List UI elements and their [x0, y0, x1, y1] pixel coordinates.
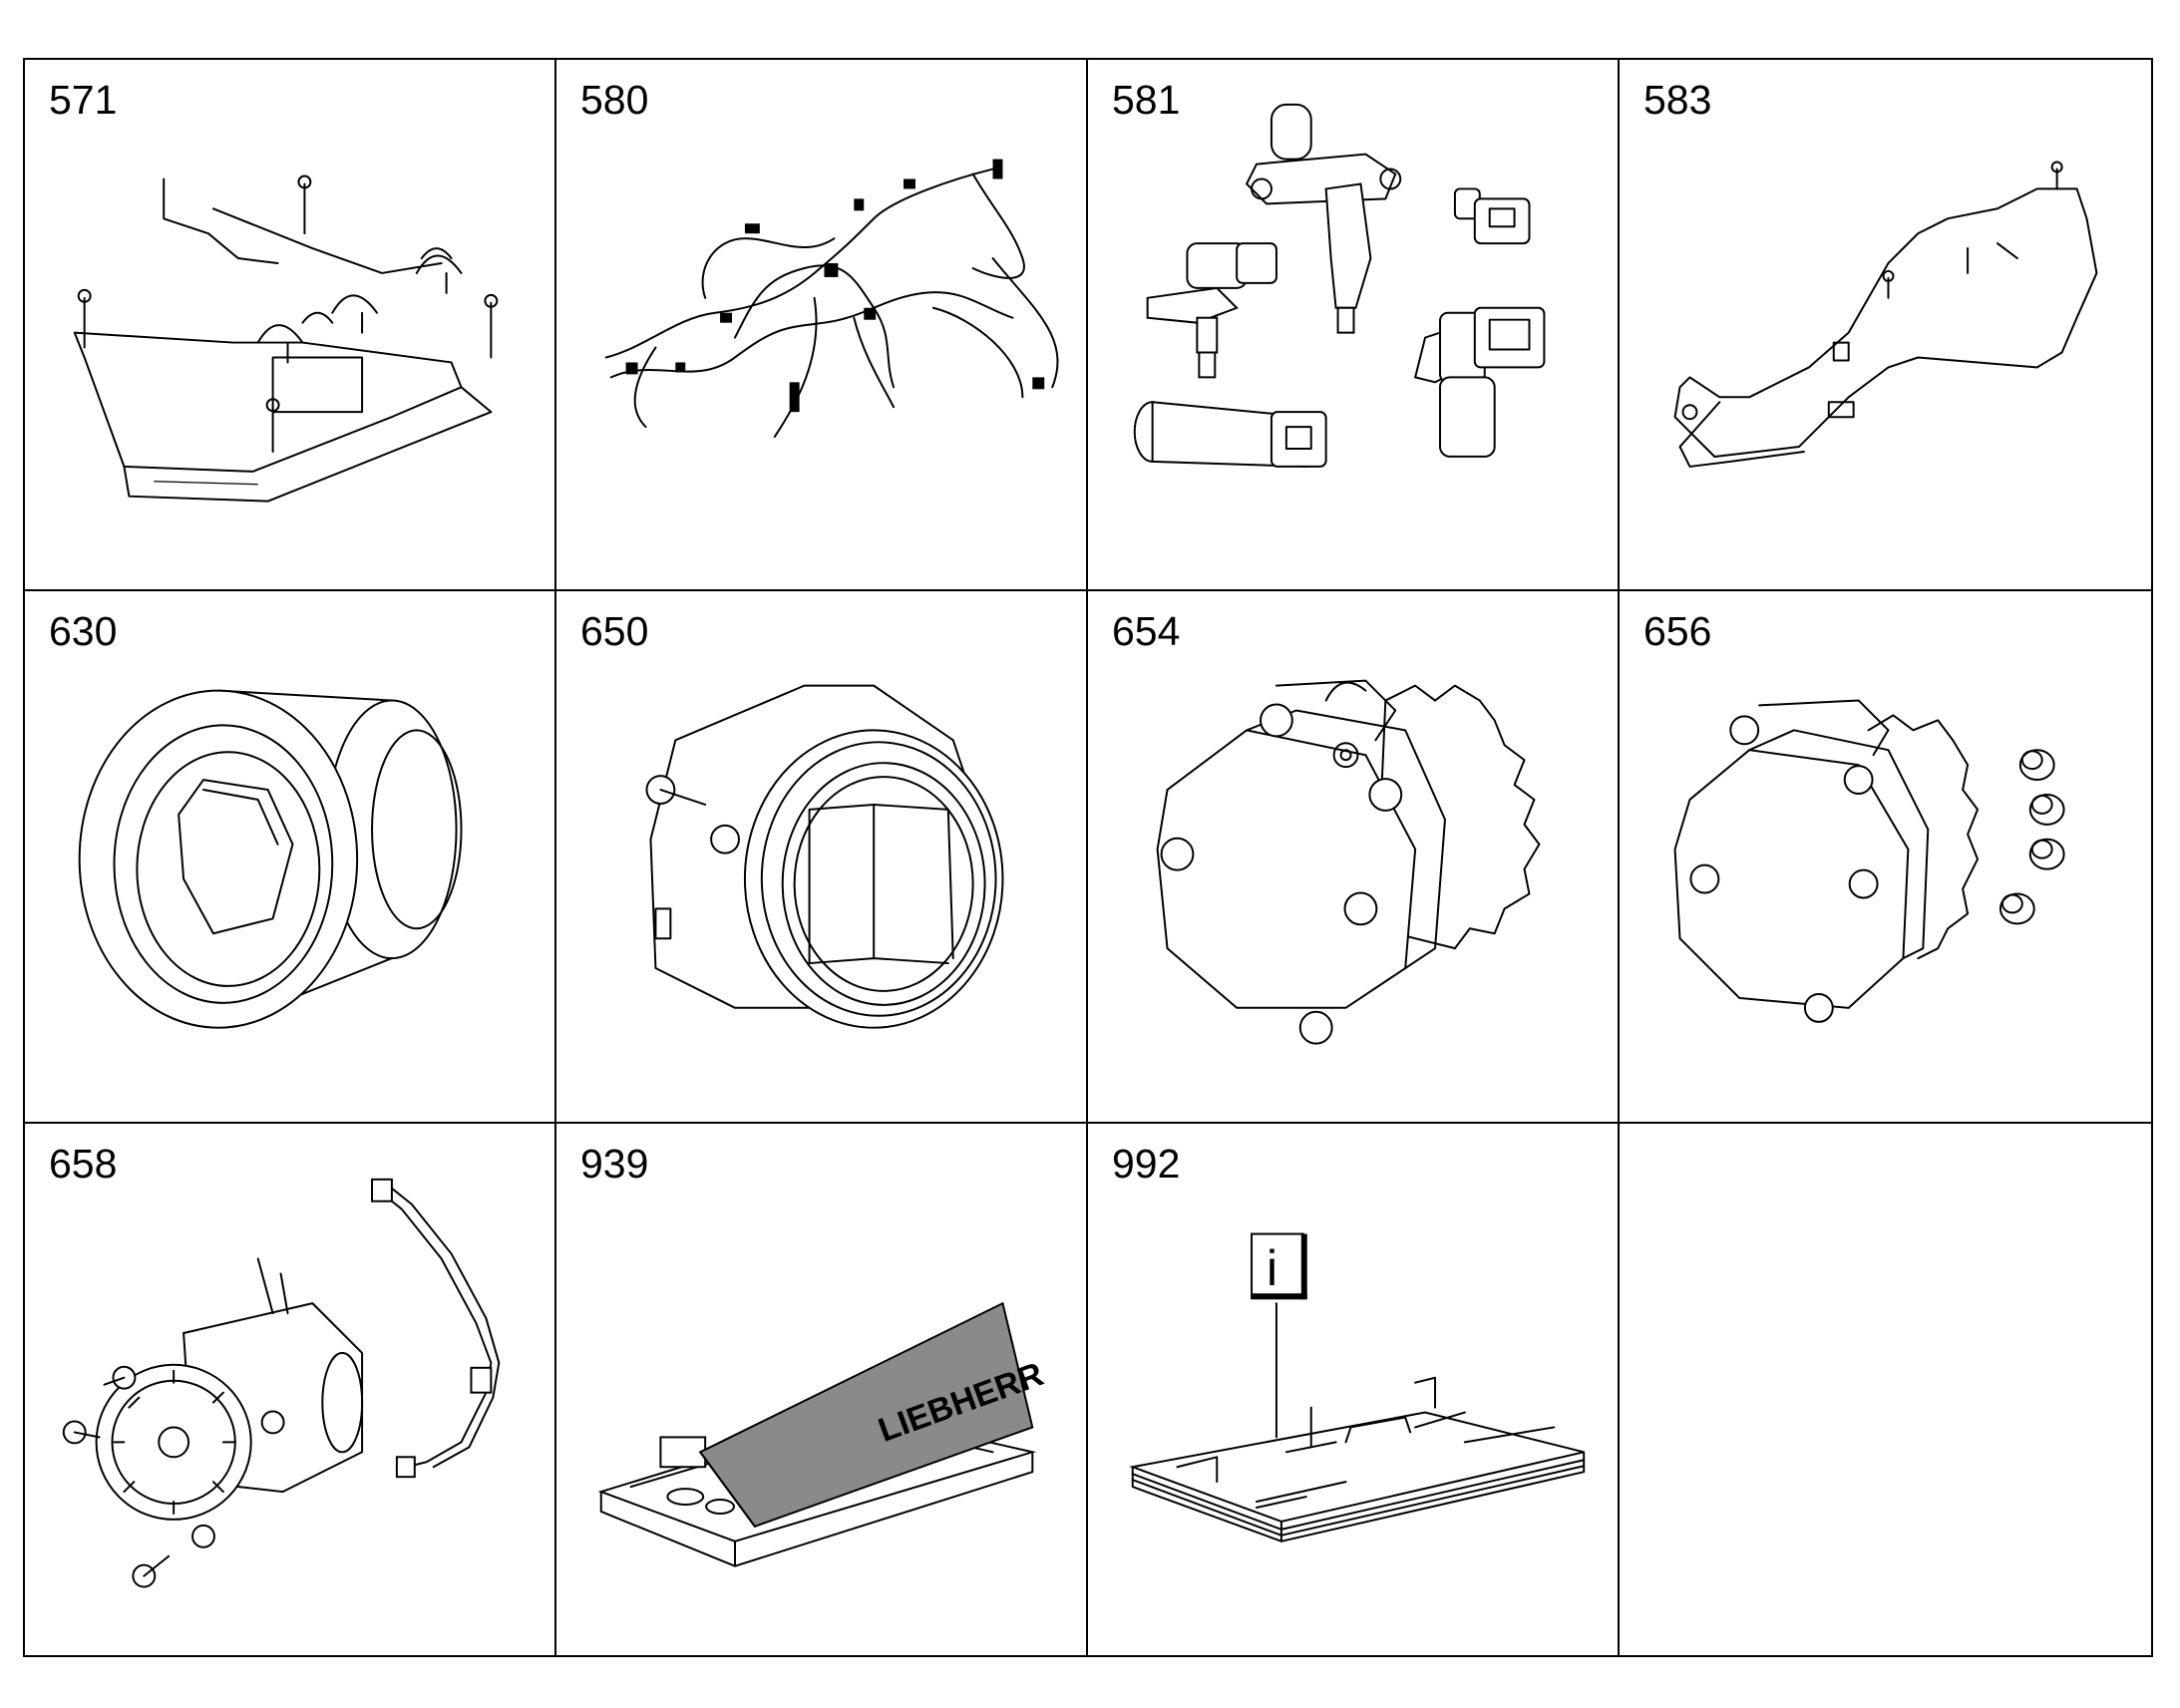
part-cell-571[interactable]: 571 — [25, 60, 556, 592]
guide-bracket-icon — [1673, 161, 2098, 468]
seal-kit-icon: LIEBHERR — [597, 1301, 1048, 1567]
part-number: 630 — [49, 608, 118, 655]
flange-sleeve-icon — [645, 684, 1004, 1030]
info-symbol: i — [1267, 1240, 1277, 1296]
part-cell-empty — [1620, 1124, 2151, 1655]
bracket-icon — [73, 174, 499, 503]
part-number: 654 — [1112, 608, 1181, 655]
sensors-icon — [1133, 103, 1546, 468]
part-cell-583[interactable]: 583 — [1620, 60, 2151, 592]
part-cell-630[interactable]: 630 — [25, 591, 556, 1124]
part-number: 656 — [1643, 608, 1712, 655]
part-number: 658 — [49, 1140, 118, 1187]
pump-icon — [1156, 679, 1541, 1045]
documentation-icon: i — [1129, 1232, 1586, 1542]
part-cell-580[interactable]: 580 — [556, 60, 1088, 592]
part-cell-650[interactable]: 650 — [556, 591, 1088, 1124]
part-number: 992 — [1112, 1140, 1181, 1187]
part-number: 939 — [580, 1140, 649, 1187]
part-cell-654[interactable]: 654 — [1088, 591, 1620, 1124]
parts-catalog-grid: 571 580 — [23, 58, 2153, 1657]
part-number: 580 — [580, 77, 649, 123]
part-number: 581 — [1112, 77, 1181, 123]
vacuum-pump-icon — [62, 1178, 501, 1588]
part-number: 583 — [1643, 77, 1712, 123]
part-number: 571 — [49, 77, 118, 123]
part-cell-658[interactable]: 658 — [25, 1123, 556, 1655]
part-cell-992[interactable]: 992 i — [1088, 1123, 1620, 1655]
part-cell-581[interactable]: 581 — [1088, 60, 1620, 592]
screw-plug-icon — [78, 689, 463, 1030]
wiring-harness-icon — [604, 159, 1059, 439]
part-cell-656[interactable]: 656 — [1620, 591, 2151, 1124]
part-number: 650 — [580, 608, 649, 655]
pump-with-plugs-icon — [1673, 699, 2065, 1024]
part-cell-939[interactable]: 939 LIEBHERR — [556, 1123, 1088, 1655]
